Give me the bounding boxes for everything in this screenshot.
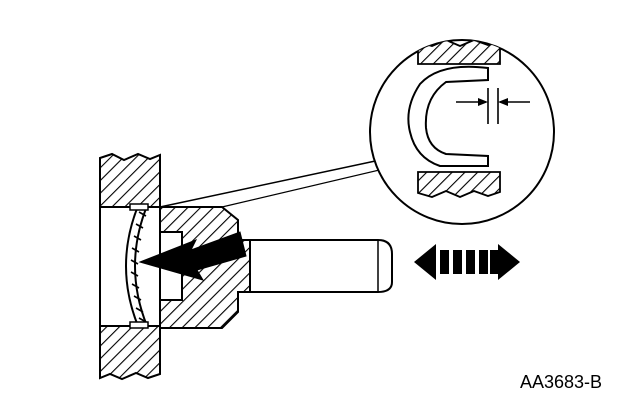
detail-leader-lines xyxy=(159,159,389,208)
seal-element xyxy=(125,203,149,329)
installer-tool-shaft xyxy=(249,239,393,293)
clearance-dimension-icon xyxy=(456,98,530,106)
housing-lower-section xyxy=(99,325,161,381)
tool-motion-double-arrow-icon xyxy=(414,244,520,280)
housing-upper-section xyxy=(99,152,161,208)
pressing-direction-arrow-icon xyxy=(138,231,247,281)
detail-view-circle xyxy=(369,39,555,225)
figure-id-label: AA3683-B xyxy=(520,372,603,392)
housing-bore xyxy=(99,207,161,326)
